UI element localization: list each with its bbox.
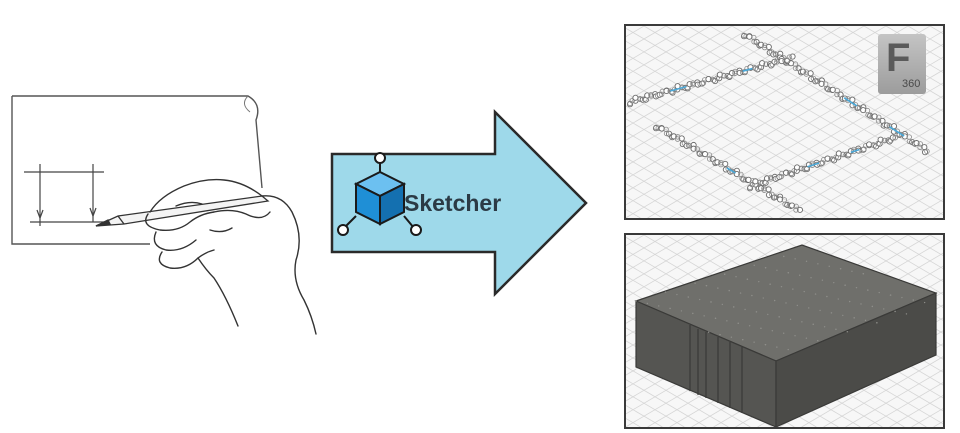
sketcher-label: Sketcher [404, 190, 501, 216]
hand-sketch-illustration [11, 95, 317, 335]
point-chain [746, 134, 898, 192]
fusion-360-logo: F 360 [878, 34, 926, 94]
point-chain [626, 53, 796, 108]
fusion-logo-version: 360 [902, 78, 921, 90]
solid-block [634, 244, 938, 427]
isometric-grid [626, 235, 943, 427]
paper-sheet [11, 95, 263, 245]
arrow-shape [330, 108, 588, 298]
hand [145, 178, 317, 335]
pencil [95, 195, 270, 227]
isometric-grid [626, 26, 943, 218]
point-chain [652, 124, 804, 213]
cube-icon [337, 152, 422, 236]
point-cloud-panel: F 360 [624, 24, 945, 220]
process-arrow: Sketcher [330, 108, 588, 298]
sketched-rectangle [24, 164, 130, 226]
solid-model-panel [624, 233, 945, 429]
fusion-logo-letter: F [886, 36, 911, 80]
